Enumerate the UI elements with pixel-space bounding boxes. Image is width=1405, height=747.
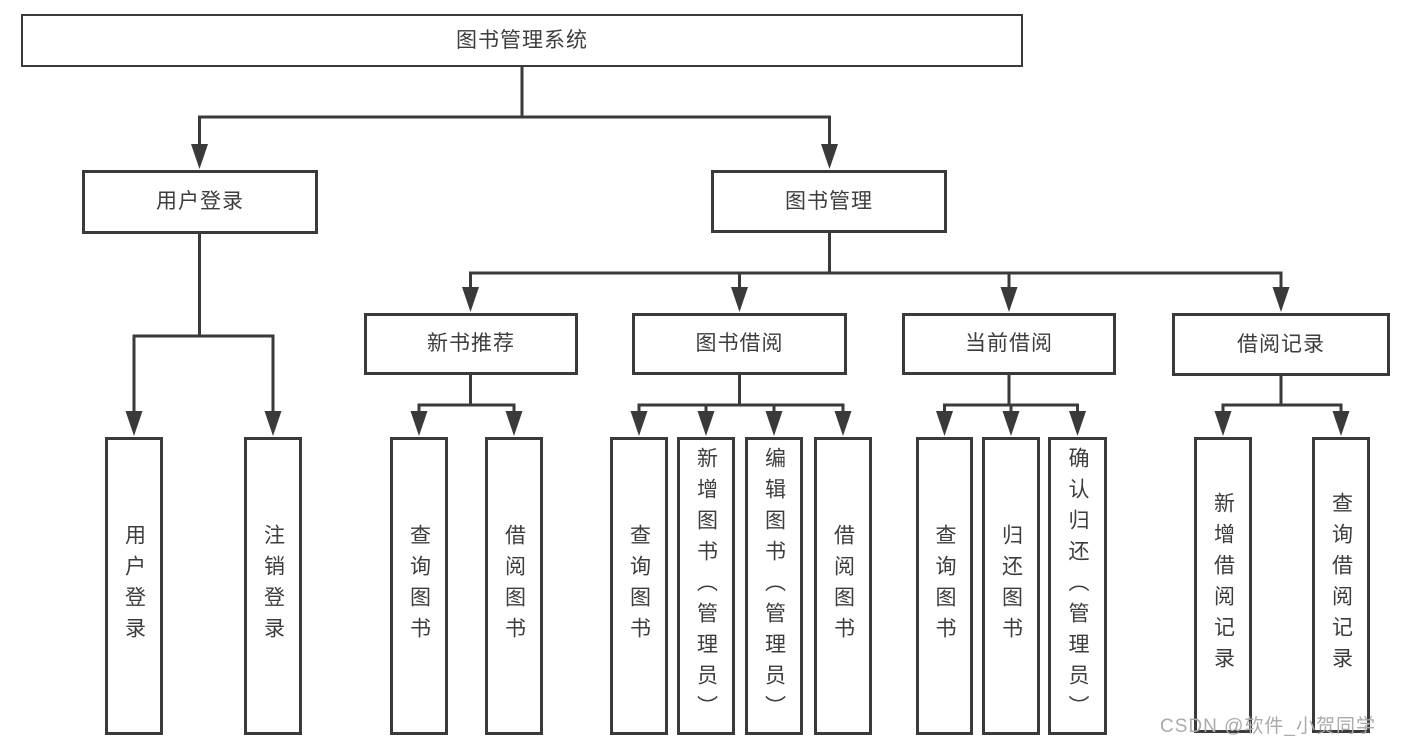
- arrow-down-icon: [731, 287, 748, 312]
- leaf-newbooks-query: 查询图书: [390, 437, 448, 735]
- arrow-down-icon: [264, 411, 282, 436]
- leaf-bookborrow-add-label: 新增图书（管理员）: [694, 446, 718, 726]
- leaf-bookborrow-query-label: 查询图书: [627, 524, 651, 648]
- node-borrow-records-label: 借阅记录: [1237, 332, 1325, 356]
- leaf-current-confirm: 确认归还（管理员）: [1048, 437, 1107, 735]
- node-user-login: 用户登录: [82, 170, 318, 234]
- leaf-current-query-label: 查询图书: [933, 524, 956, 648]
- leaf-bookborrow-edit: 编辑图书（管理员）: [745, 437, 803, 735]
- arrow-down-icon: [191, 144, 208, 169]
- leaf-logout: 注销登录: [244, 437, 302, 735]
- arrow-down-icon: [462, 287, 479, 312]
- leaf-records-add-label: 新增借阅记录: [1211, 492, 1235, 678]
- arrow-down-icon: [1002, 411, 1020, 436]
- node-book-borrow: 图书借阅: [632, 313, 847, 375]
- arrow-down-icon: [1069, 411, 1086, 436]
- node-borrow-records: 借阅记录: [1172, 313, 1390, 376]
- leaf-current-return-label: 归还图书: [999, 524, 1023, 648]
- arrow-down-icon: [936, 411, 953, 436]
- node-book-mgmt: 图书管理: [711, 170, 947, 233]
- leaf-current-return: 归还图书: [982, 437, 1040, 735]
- node-book-mgmt-label: 图书管理: [785, 189, 873, 213]
- arrow-down-icon: [821, 144, 838, 169]
- arrow-down-icon: [1000, 287, 1018, 312]
- leaf-current-query: 查询图书: [916, 437, 973, 735]
- arrow-down-icon: [410, 411, 428, 436]
- watermark: CSDN @软件_小贺同学: [1160, 716, 1376, 737]
- leaf-newbooks-borrow-label: 借阅图书: [502, 524, 526, 648]
- leaf-newbooks-query-label: 查询图书: [407, 524, 431, 648]
- leaf-records-query-label: 查询借阅记录: [1329, 492, 1353, 678]
- leaf-bookborrow-borrow-label: 借阅图书: [831, 524, 855, 648]
- arrow-down-icon: [1214, 411, 1232, 436]
- node-new-books-label: 新书推荐: [427, 332, 515, 356]
- leaf-records-add: 新增借阅记录: [1194, 437, 1252, 733]
- node-current-borrow: 当前借阅: [902, 313, 1116, 375]
- arrow-down-icon: [1332, 411, 1350, 436]
- arrow-down-icon: [765, 411, 783, 436]
- leaf-bookborrow-borrow: 借阅图书: [814, 437, 872, 735]
- arrow-down-icon: [505, 411, 523, 436]
- leaf-bookborrow-edit-label: 编辑图书（管理员）: [762, 446, 786, 726]
- arrow-down-icon: [630, 411, 648, 436]
- node-book-borrow-label: 图书借阅: [695, 332, 784, 356]
- leaf-current-confirm-label: 确认归还（管理员）: [1066, 446, 1089, 726]
- node-root: 图书管理系统: [21, 14, 1023, 67]
- arrow-down-icon: [834, 411, 852, 436]
- leaf-bookborrow-query: 查询图书: [610, 437, 668, 735]
- leaf-bookborrow-add: 新增图书（管理员）: [677, 437, 735, 735]
- leaf-user-login-label: 用户登录: [122, 524, 146, 648]
- leaf-newbooks-borrow: 借阅图书: [485, 437, 543, 735]
- leaf-user-login: 用户登录: [105, 437, 163, 735]
- arrow-down-icon: [1272, 287, 1290, 312]
- node-current-borrow-label: 当前借阅: [965, 332, 1053, 356]
- node-user-login-label: 用户登录: [156, 190, 244, 214]
- node-new-books: 新书推荐: [364, 313, 578, 375]
- leaf-records-query: 查询借阅记录: [1312, 437, 1370, 733]
- arrow-down-icon: [125, 411, 143, 436]
- arrow-down-icon: [697, 411, 715, 436]
- node-root-label: 图书管理系统: [456, 28, 588, 52]
- leaf-logout-label: 注销登录: [261, 524, 285, 648]
